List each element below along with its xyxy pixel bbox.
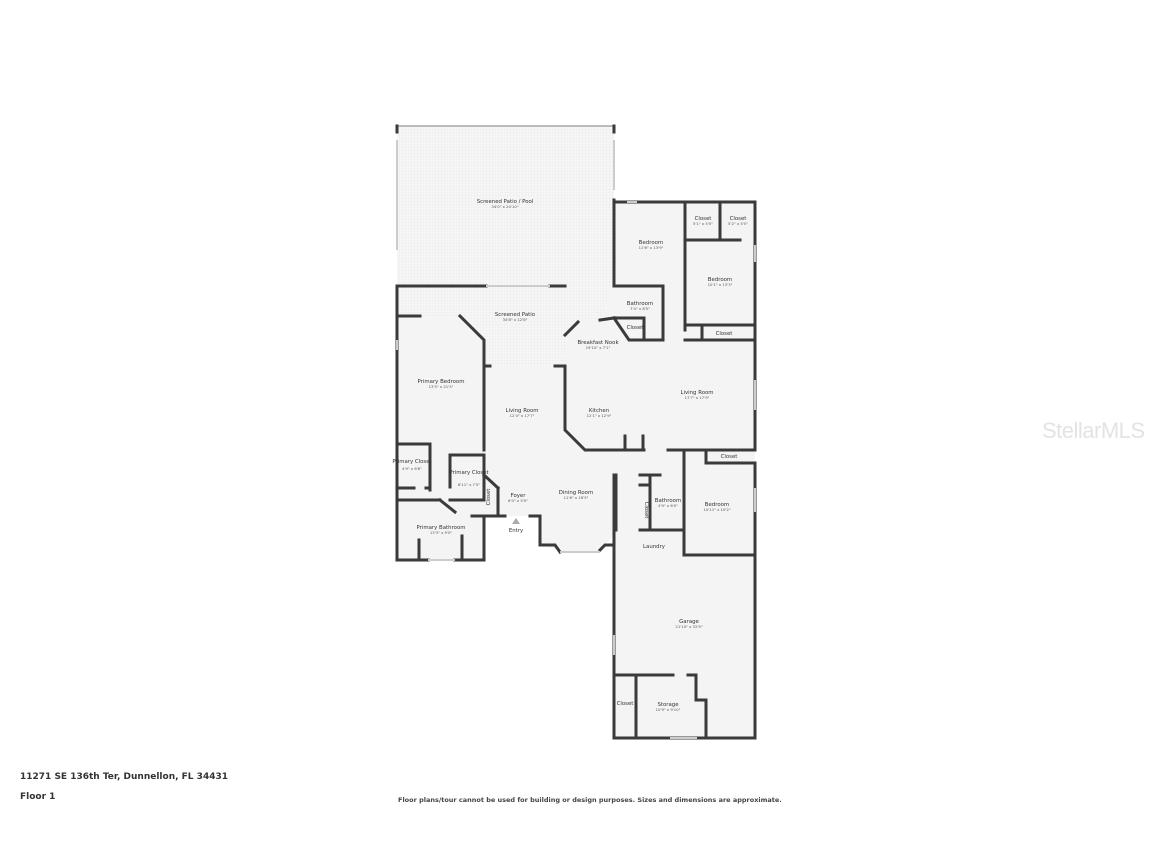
room-label: Storage bbox=[657, 702, 679, 708]
room-dims: 12'4" x 17'7" bbox=[510, 413, 535, 418]
room-label: Bedroom bbox=[705, 502, 729, 508]
room-label: Garage bbox=[679, 619, 699, 625]
room-dims: 34'8" x 12'8" bbox=[503, 317, 528, 322]
room-dims: 17'7" x 17'9" bbox=[685, 395, 710, 400]
room-dims: 5'2" x 5'5" bbox=[728, 221, 748, 226]
room-label: Dining Room bbox=[559, 490, 593, 496]
room-dims: 6'11" x 7'5" bbox=[458, 482, 481, 487]
room-label: Primary Closet bbox=[449, 470, 488, 476]
room-label: Screened Patio / Pool bbox=[477, 199, 534, 205]
primary-wing-floor bbox=[397, 316, 484, 560]
room-label: Closet bbox=[716, 331, 733, 337]
entry-arrow-icon bbox=[512, 518, 520, 524]
room-label: Closet bbox=[617, 701, 634, 707]
room-label: Closet bbox=[627, 325, 644, 331]
room-label: Primary Bathroom bbox=[416, 525, 465, 531]
room-label: Bathroom bbox=[655, 498, 681, 504]
room-dims: 11'6" x 13'9" bbox=[639, 245, 664, 250]
room-label: Primary Closet bbox=[392, 459, 431, 465]
room-label: Closet bbox=[721, 454, 738, 460]
room-label: Closet bbox=[695, 216, 712, 222]
room-label: Living Room bbox=[680, 390, 713, 396]
room-label: Laundry bbox=[643, 544, 666, 550]
room-dims: 21'10" x 32'9" bbox=[675, 624, 702, 629]
room-dims: 4'9" x 6'6" bbox=[402, 466, 422, 471]
room-labels: Screened Patio / Pool 34'0" x 24'10" Scr… bbox=[392, 199, 748, 712]
room-label: Closet bbox=[730, 216, 747, 222]
watermark-logo: StellarMLS bbox=[1042, 418, 1145, 443]
room-dims: 6'0" x 5'5" bbox=[508, 498, 528, 503]
floor-fill bbox=[397, 126, 755, 738]
room-dims: 7'4" x 8'5" bbox=[630, 306, 650, 311]
windows bbox=[396, 140, 756, 739]
room-dims: 34'0" x 24'10" bbox=[491, 204, 518, 209]
room-dims: 12'1" x 12'9" bbox=[587, 413, 612, 418]
room-dims: 13'3" x 9'0" bbox=[430, 530, 453, 535]
room-label: Closet bbox=[486, 489, 492, 506]
walls bbox=[395, 124, 757, 740]
room-label: Breakfast Nook bbox=[577, 340, 619, 346]
room-label: Foyer bbox=[511, 493, 527, 499]
room-dims: 5'1" x 5'5" bbox=[693, 221, 713, 226]
room-dims: 13'5" x 21'5" bbox=[429, 384, 454, 389]
property-address: 11271 SE 136th Ter, Dunnellon, FL 34431 bbox=[20, 772, 228, 782]
entry-label: Entry bbox=[509, 528, 524, 534]
room-label: Kitchen bbox=[589, 408, 609, 414]
room-dims: 10'9" x 9'10" bbox=[656, 707, 681, 712]
room-dims: 4'9" x 6'0" bbox=[658, 503, 678, 508]
room-dims: 10'11" x 10'2" bbox=[703, 507, 730, 512]
room-label: Primary Bedroom bbox=[418, 379, 465, 385]
room-label: Closet bbox=[643, 502, 649, 519]
room-label: Bedroom bbox=[708, 277, 732, 283]
room-label: Screened Patio bbox=[495, 312, 535, 318]
room-dims: 10'1" x 13'3" bbox=[708, 282, 733, 287]
room-dims: 19'10" x 7'1" bbox=[586, 345, 611, 350]
disclaimer-text: Floor plans/tour cannot be used for buil… bbox=[398, 796, 782, 804]
room-label: Bathroom bbox=[627, 301, 653, 307]
room-label: Living Room bbox=[505, 408, 538, 414]
room-label: Bedroom bbox=[639, 240, 663, 246]
room-dims: 11'6" x 18'5" bbox=[564, 495, 589, 500]
floor-label: Floor 1 bbox=[20, 792, 56, 802]
screened-patio-pool-floor bbox=[397, 126, 614, 286]
